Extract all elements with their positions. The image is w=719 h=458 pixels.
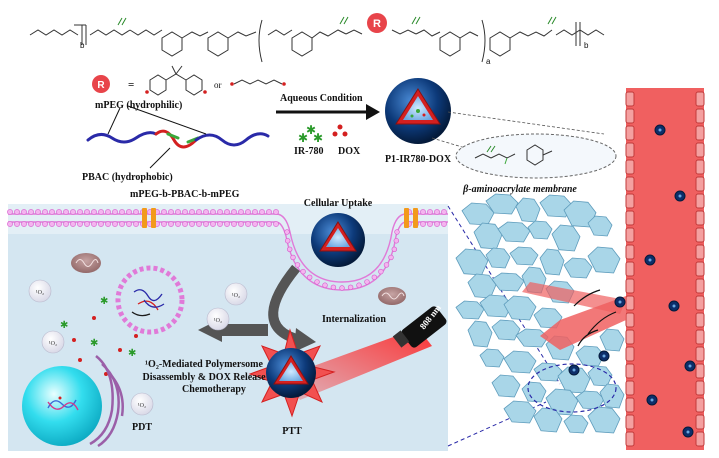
singlet-oxygen-bubble: ¹O₂ [206,307,230,331]
circulating-polymersomes [568,124,696,438]
disassembled-vesicle [115,265,185,335]
ir780-dots: ✱ ✱ ✱ [298,123,323,145]
zoom-dashed-lines [447,205,561,447]
membrane-label: β-aminoacrylate membrane [462,184,577,195]
membrane-zoom-lines [431,111,605,151]
svg-text:✱: ✱ [313,131,323,145]
svg-text:✱: ✱ [128,348,136,359]
subscript-b-left: b [80,41,85,50]
bond-dot [203,90,207,94]
svg-text:¹O₂: ¹O₂ [49,341,57,347]
endoplasmic-reticulum [89,355,124,448]
r-definition-circle [92,75,110,93]
singlet-oxygen-bubble: ¹O₂ [41,330,65,354]
vessel-wall-left [625,91,635,447]
polymersome-top [385,78,451,144]
svg-text:✱: ✱ [306,123,316,137]
nucleus [22,366,102,446]
singlet-oxygen-bubble: ¹O₂ [28,279,52,303]
mitochondrion-right [378,287,406,305]
tumor-zoom-ellipse [527,363,617,413]
laser-device [392,306,447,348]
mitochondrion-left [71,253,101,273]
panel-top-fade [8,204,448,234]
hydrophobic-label: PBAC (hydrophobic) [82,172,173,183]
svg-text:¹O₂: ¹O₂ [138,403,146,409]
mechanism-line-2: Disassembly & DOX Release [142,372,266,383]
assembly-arrowhead [366,104,380,120]
svg-text:✱: ✱ [298,131,308,145]
released-drug-dots: ✱ ✱ ✱ ✱ [56,296,138,378]
mechanism-line-3: Chemotherapy [182,384,246,395]
singlet-oxygen-bubble: ¹O₂ [224,282,248,306]
svg-text:¹O₂: ¹O₂ [214,318,222,324]
r-definition-or: or [214,80,222,90]
svg-text:✱: ✱ [90,338,98,349]
svg-text:✱: ✱ [60,320,68,331]
bisphenol-structure [149,65,203,96]
hydrophilic-label: mPEG (hydrophilic) [95,100,182,111]
svg-text:¹O₂: ¹O₂ [36,290,44,296]
membrane-channels [142,208,418,228]
aqueous-condition-label: Aqueous Condition [280,93,363,104]
released-chains [131,289,165,317]
singlet-oxygen-bubble: ¹O₂ [130,392,154,416]
aminoacrylate-structure [474,144,553,166]
svg-text:¹O₂: ¹O₂ [232,293,240,299]
polymersome-label: P1-IR780-DOX [385,154,452,165]
subscript-a: a [486,57,491,66]
r-definition-symbol: R [97,80,105,91]
dox-dots [332,124,348,137]
subscript-b-right: b [584,41,589,50]
ptt-label: PTT [282,426,302,437]
polymersome-ptt [266,348,316,398]
hexyl-chain [233,79,283,85]
mechanism-line-1: ¹O₂-Mediated Polymersome [145,359,263,370]
bond-dot [230,82,234,86]
r-symbol: R [373,18,381,30]
vessel-wall-right [695,91,705,447]
pdt-label: PDT [132,422,152,433]
membrane-heads [7,209,447,291]
polymer-formula [29,16,605,63]
copolymer-name: mPEG-b-PBAC-b-mPEG [130,189,240,200]
vessel-leak [522,282,626,350]
uptake-label: Cellular Uptake [304,198,373,209]
ir780-label: IR-780 [294,146,323,157]
copolymer-chain [86,129,270,149]
polymersome-uptake [311,213,365,267]
blood-vessel [626,88,704,450]
dna-icon [47,396,79,411]
laser-beam [286,328,432,400]
r-group-circle [367,13,387,33]
internalization-label: Internalization [322,314,386,325]
bond-dot [145,90,149,94]
extravasation-arrows [573,289,617,347]
membrane-zoom-ellipse [455,133,617,179]
annotation-arrows [107,105,207,169]
r-definition-equals: = [128,79,134,91]
bond-dot [282,82,286,86]
dox-label: DOX [338,146,361,157]
svg-text:✱: ✱ [100,296,108,307]
internalization-arrowhead [294,328,316,352]
